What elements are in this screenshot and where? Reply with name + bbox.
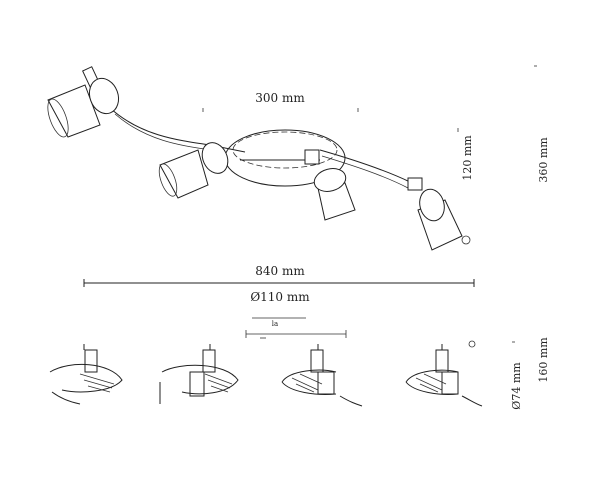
lamp-arm-right-inner (321, 155, 409, 189)
dimension-label-shade-diameter: Ø74 mm (510, 362, 523, 410)
dimension-height-small: 120 mm (457, 128, 474, 181)
dimension-label-height-total: 360 mm (537, 137, 550, 183)
dimension-label-height-small: 120 mm (461, 135, 474, 181)
lamp-arm-right (319, 149, 411, 183)
dimension-top-width: 300 mm (202, 91, 359, 112)
lamp-perspective-view (47, 66, 471, 251)
dimension-label-small: la (272, 320, 278, 328)
lamp-base-plate-inner (232, 131, 338, 169)
lamp-shade-1 (47, 66, 120, 138)
dimension-base-diameter: Ø110 mm la (245, 290, 347, 339)
side-view-1 (49, 344, 123, 405)
dimension-label-side-height: 160 mm (537, 337, 550, 383)
lamp-arm-left (109, 107, 246, 153)
dimension-shade-diameter: Ø74 mm (510, 362, 523, 410)
dimension-label-total-width: 840 mm (255, 264, 305, 278)
dimension-height-total: 360 mm (534, 65, 550, 183)
dimension-side-height: 160 mm (512, 337, 550, 383)
lamp-shade-3 (304, 149, 356, 221)
dimension-label-top-width: 300 mm (255, 91, 305, 105)
dimension-label-base-diameter: Ø110 mm (250, 290, 310, 304)
dimension-total-width: 840 mm (83, 264, 475, 287)
lamp-shade-2 (158, 142, 229, 199)
side-view-2 (159, 344, 239, 404)
side-view-4 (405, 340, 483, 407)
lamp-shade-4 (407, 177, 471, 251)
side-view-3 (281, 344, 363, 407)
lamp-arm-left-inner (114, 113, 213, 151)
